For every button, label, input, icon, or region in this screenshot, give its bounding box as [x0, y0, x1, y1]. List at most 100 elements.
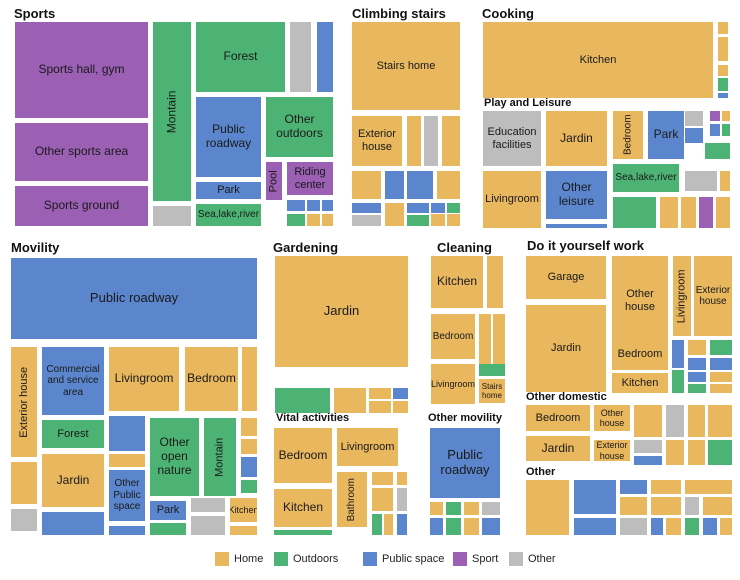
cell-label: Garage — [547, 271, 585, 284]
treemap-cell: Sports hall, gym — [15, 22, 148, 118]
group-title: Sports — [14, 6, 56, 21]
treemap-cell: Other house — [612, 256, 668, 346]
treemap-cell-small — [685, 128, 703, 143]
treemap-cell-small — [634, 405, 662, 437]
treemap-cell: Jardin — [275, 256, 408, 367]
cell-label: Stairs home — [376, 59, 436, 72]
treemap-cell-small — [651, 497, 681, 515]
treemap-cell: Education facilities — [483, 111, 541, 166]
treemap-cell: Pool — [266, 162, 282, 200]
treemap-cell-small — [352, 203, 381, 213]
cell-label: Other open nature — [157, 435, 192, 477]
treemap-cell: Jardin — [526, 305, 606, 392]
cell-label: Livingroom — [431, 378, 475, 389]
treemap-cell-small — [442, 116, 460, 166]
treemap-cell-small — [191, 516, 225, 535]
treemap-cell: Stairs home — [352, 22, 460, 110]
treemap-cell: Public roadway — [430, 428, 500, 498]
treemap-cell-small — [620, 518, 647, 535]
treemap-cell-small — [287, 214, 305, 226]
cell-label: Kitchen — [230, 504, 257, 515]
treemap-cell: Livingroom — [483, 171, 541, 228]
cell-label: Forest — [223, 49, 258, 64]
treemap-cell-small — [720, 171, 730, 191]
treemap-cell: Jardin — [526, 436, 590, 461]
treemap-cell-small — [397, 472, 407, 485]
cell-label: Sports hall, gym — [38, 62, 125, 77]
legend-swatch — [215, 552, 229, 566]
treemap-cell-small — [479, 364, 505, 376]
treemap-cell-small — [574, 518, 616, 535]
treemap-cell-small — [710, 384, 732, 393]
treemap-cell-small — [241, 439, 257, 454]
group-title: Other — [526, 466, 556, 478]
cell-label: Park — [653, 127, 679, 142]
cell-label: Other leisure — [558, 180, 595, 208]
cell-label: Exterior house — [358, 128, 396, 153]
treemap-cell: Bedroom — [613, 111, 643, 159]
treemap-cell-small — [322, 214, 333, 226]
cell-label: Forest — [57, 427, 89, 440]
treemap-cell: Exterior house — [694, 256, 732, 336]
treemap-cell-small — [372, 514, 382, 535]
treemap-cell: Kitchen — [612, 373, 668, 393]
group-title: Other domestic — [526, 391, 607, 403]
treemap-cell-small — [620, 480, 647, 494]
cell-label: Jardin — [551, 342, 581, 355]
treemap-cell-small — [407, 203, 429, 213]
treemap-cell-small — [241, 480, 257, 493]
treemap-cell-small — [385, 203, 404, 226]
treemap-cell-small — [109, 526, 145, 535]
treemap-cell-small — [431, 214, 445, 226]
treemap-cell-small — [11, 509, 37, 531]
treemap-cell-small — [685, 480, 732, 494]
treemap-cell-small — [242, 347, 257, 411]
treemap-cell-small — [369, 401, 391, 413]
cell-label: Bedroom — [617, 347, 663, 360]
treemap-cell-small — [613, 197, 656, 228]
treemap-cell-small — [685, 111, 703, 126]
treemap-cell-small — [651, 518, 663, 535]
treemap-cell: Garage — [526, 256, 606, 299]
treemap-cell: Bedroom — [274, 428, 332, 483]
cell-label: Livingroom — [114, 371, 174, 386]
treemap-cell-small — [703, 518, 717, 535]
group-title: Movility — [11, 240, 60, 255]
treemap-cell-small — [722, 124, 730, 136]
cell-label: Bedroom — [432, 330, 474, 342]
treemap-cell: Livingroom — [337, 428, 398, 466]
legend-swatch — [363, 552, 377, 566]
treemap-cell-small — [672, 370, 684, 393]
treemap-cell-small — [634, 440, 662, 453]
treemap-cell-small — [526, 480, 569, 535]
treemap-cell: Forest — [42, 420, 104, 448]
treemap-cell-small — [437, 171, 460, 199]
legend-swatch — [453, 552, 467, 566]
treemap-cell-small — [372, 488, 393, 511]
treemap-cell-small — [424, 116, 438, 166]
treemap-cell-small — [42, 512, 104, 535]
treemap-cell: Forest — [196, 22, 285, 92]
cell-label: Exterior house — [596, 440, 628, 461]
group-title: Play and Leisure — [484, 97, 572, 109]
treemap-cell-small — [710, 358, 732, 370]
treemap-cell: Sea,lake,river — [196, 204, 261, 226]
treemap-cell-small — [699, 197, 713, 228]
treemap-cell: Exterior house — [11, 347, 37, 457]
cell-label: Jardin — [541, 440, 575, 455]
treemap-cell: Exterior house — [594, 440, 630, 461]
treemap-cell-small — [274, 530, 332, 535]
treemap-cell-small — [479, 314, 491, 374]
treemap-cell-small — [718, 93, 728, 98]
treemap-cell: Park — [648, 111, 684, 159]
group-title: Cooking — [482, 6, 534, 21]
legend-label: Other — [528, 553, 556, 565]
treemap-cell-small — [407, 215, 429, 226]
cell-label: Other house — [599, 407, 625, 428]
treemap-cell-small — [430, 518, 443, 535]
legend-label: Public space — [382, 553, 445, 565]
treemap-cell-small — [710, 340, 732, 355]
treemap-cell-small — [447, 214, 460, 226]
treemap-cell-small — [688, 372, 706, 382]
treemap-cell-small — [710, 124, 720, 136]
